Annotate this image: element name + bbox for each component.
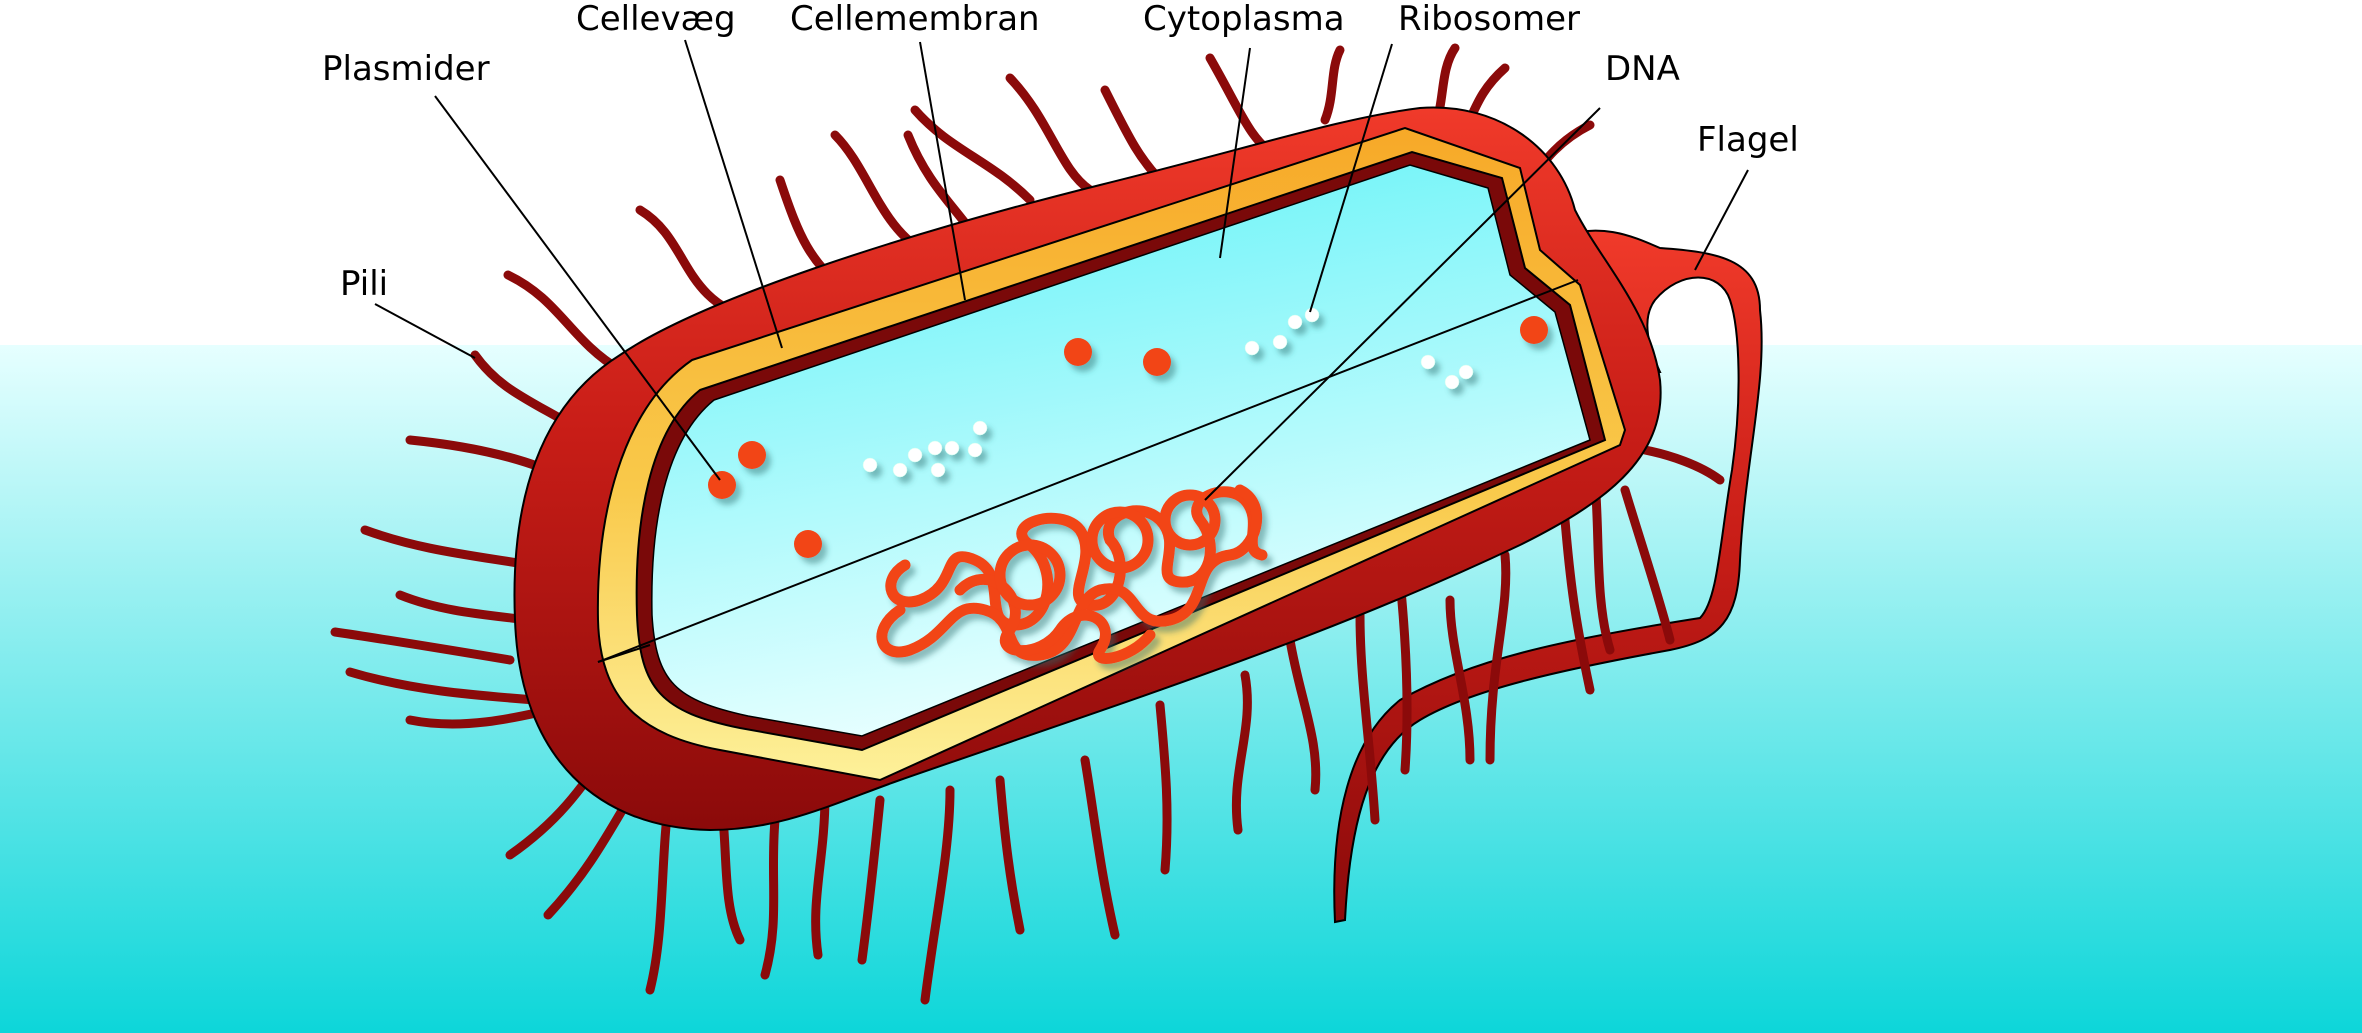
dna-loop [1159, 489, 1221, 551]
pilus [345, 667, 540, 705]
leader-plasmider [434, 95, 721, 481]
pilus [760, 815, 780, 980]
dna [876, 484, 1268, 664]
label-dna: DNA [1605, 49, 1680, 89]
pilus [1285, 635, 1321, 795]
pilus [1005, 73, 1095, 195]
label-cellemembran: Cellemembran [790, 0, 1040, 39]
plasmid [1064, 338, 1092, 366]
ribosome [944, 440, 960, 456]
plasmid [1143, 348, 1171, 376]
ribosome [862, 457, 878, 473]
leader-flagel [1694, 169, 1749, 271]
pilus [1080, 755, 1120, 940]
leader-cellemembran [919, 41, 966, 301]
label-cytoplasma: Cytoplasma [1143, 0, 1345, 39]
pilus [1155, 700, 1172, 875]
pilus [811, 790, 830, 960]
plasmids [708, 316, 1548, 558]
pilus [1640, 445, 1725, 485]
pilus [910, 105, 1035, 205]
ribosome [930, 462, 946, 478]
plasmid [1520, 316, 1548, 344]
leader-cellevaeg [684, 39, 783, 349]
pilus [857, 795, 885, 965]
ribosome [927, 440, 943, 456]
pilus [920, 785, 955, 1005]
pilus [360, 525, 535, 570]
ribosome [892, 462, 908, 478]
leader-ribosomer [1309, 43, 1393, 313]
label-ribosomer: Ribosomer [1398, 0, 1580, 39]
ribosome [907, 447, 923, 463]
leader-dna [1204, 107, 1601, 501]
pilus [995, 775, 1025, 935]
plasmid [738, 441, 766, 469]
pilus [1620, 485, 1675, 645]
ribosome [1444, 374, 1460, 390]
pilus [1485, 550, 1511, 765]
ribosome [1272, 334, 1288, 350]
section-line [597, 279, 1579, 663]
pilus [1231, 670, 1252, 835]
plasmid [794, 530, 822, 558]
ribosome [972, 420, 988, 436]
flagellum [1333, 229, 1763, 924]
ribosome [1304, 307, 1320, 323]
leader-cytoplasma [1219, 47, 1251, 259]
dna-strand [885, 486, 1268, 631]
leader-lines [374, 39, 1749, 501]
label-pili: Pili [340, 264, 388, 304]
section-line-bottom [597, 644, 651, 663]
cytoplasm [651, 164, 1591, 737]
label-flagel: Flagel [1697, 120, 1799, 160]
pilus [1445, 595, 1475, 765]
pilus [1560, 515, 1595, 695]
dna-loop [994, 539, 1066, 611]
ribosome [1244, 340, 1260, 356]
dna-loop [1086, 506, 1154, 574]
pilus [330, 627, 515, 665]
ribosome [967, 442, 983, 458]
pilus [1355, 610, 1380, 825]
leader-pili [374, 303, 476, 359]
ribosome [1458, 364, 1474, 380]
label-cellevaeg: Cellevæg [576, 0, 736, 39]
ribosomes [862, 307, 1474, 478]
label-plasmider: Plasmider [322, 49, 490, 89]
ribosome [1420, 354, 1436, 370]
pilus [1320, 45, 1345, 125]
pilus [503, 270, 625, 375]
plasmid [708, 471, 736, 499]
ribosome [1287, 314, 1303, 330]
